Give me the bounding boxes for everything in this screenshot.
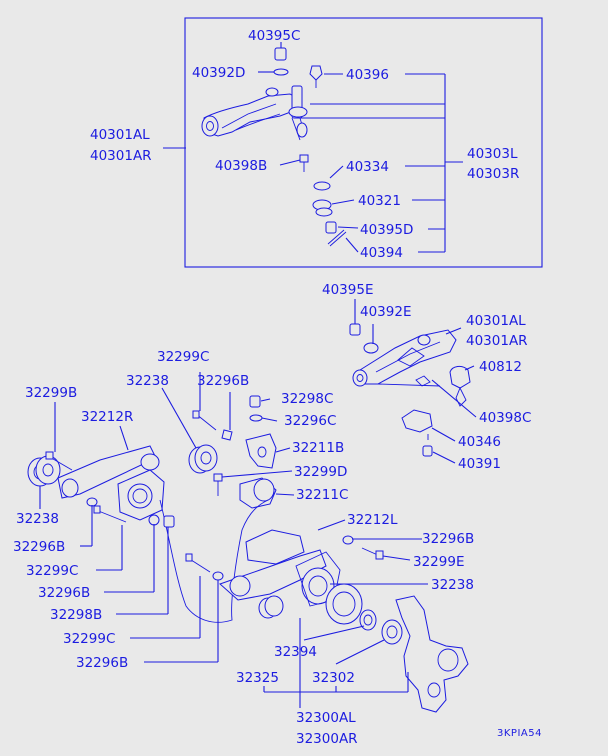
crossmember-drawing — [27, 395, 469, 713]
top-leader-lines — [163, 42, 463, 253]
label-32302: 32302 — [312, 670, 355, 686]
label-32296B-left2: 32296B — [38, 585, 90, 601]
label-32299C-top: 32299C — [157, 349, 209, 365]
label-32238-top: 32238 — [126, 373, 169, 389]
label-32299C-left2: 32299C — [63, 631, 115, 647]
label-32300AR: 32300AR — [296, 731, 358, 747]
label-32296C: 32296C — [284, 413, 336, 429]
label-32299E: 32299E — [413, 554, 464, 570]
label-32325: 32325 — [236, 670, 279, 686]
label-32296B-top: 32296B — [197, 373, 249, 389]
label-32211B: 32211B — [292, 440, 344, 456]
upper-arm-assembly-box — [184, 17, 543, 268]
label-40395C: 40395C — [248, 28, 300, 44]
label-32299B: 32299B — [25, 385, 77, 401]
label-32212L: 32212L — [347, 512, 398, 528]
label-40396: 40396 — [346, 67, 389, 83]
label-32296B-right: 32296B — [422, 531, 474, 547]
label-32296B-left3: 32296B — [76, 655, 128, 671]
label-40303R: 40303R — [467, 166, 519, 182]
upper-control-arm-drawing — [201, 47, 347, 247]
label-40301AL-top: 40301AL — [90, 127, 150, 143]
label-32212R: 32212R — [81, 409, 133, 425]
label-32298C: 32298C — [281, 391, 333, 407]
label-40321: 40321 — [358, 193, 401, 209]
label-40392E: 40392E — [360, 304, 411, 320]
label-32296B-left1: 32296B — [13, 539, 65, 555]
label-40346: 40346 — [458, 434, 501, 450]
label-40303L: 40303L — [467, 146, 518, 162]
label-40392D: 40392D — [192, 65, 245, 81]
label-32299D: 32299D — [294, 464, 347, 480]
middle-leader-lines — [354, 299, 477, 464]
label-32238-right: 32238 — [431, 577, 474, 593]
part-labels: 40395C 40392D 40396 40301AL 40301AR 4039… — [13, 28, 542, 747]
label-32394: 32394 — [274, 644, 317, 660]
label-40395D: 40395D — [360, 222, 413, 238]
label-40812: 40812 — [479, 359, 522, 375]
label-40301AR-mid: 40301AR — [466, 333, 528, 349]
label-32299C-left1: 32299C — [26, 563, 78, 579]
lower-control-arm-drawing — [349, 323, 471, 457]
label-40301AL-mid: 40301AL — [466, 313, 526, 329]
label-32238-left: 32238 — [16, 511, 59, 527]
label-32298B: 32298B — [50, 607, 102, 623]
label-40301AR-top: 40301AR — [90, 148, 152, 164]
label-40391: 40391 — [458, 456, 501, 472]
label-40398C: 40398C — [479, 410, 531, 426]
bottom-leader-lines — [39, 372, 428, 708]
label-32300AL: 32300AL — [296, 710, 356, 726]
label-32211C: 32211C — [296, 487, 348, 503]
label-40395E: 40395E — [322, 282, 373, 298]
diagram-code: 3KPIA54 — [497, 728, 542, 739]
label-40334: 40334 — [346, 159, 389, 175]
label-40394: 40394 — [360, 245, 403, 261]
label-40398B: 40398B — [215, 158, 267, 174]
